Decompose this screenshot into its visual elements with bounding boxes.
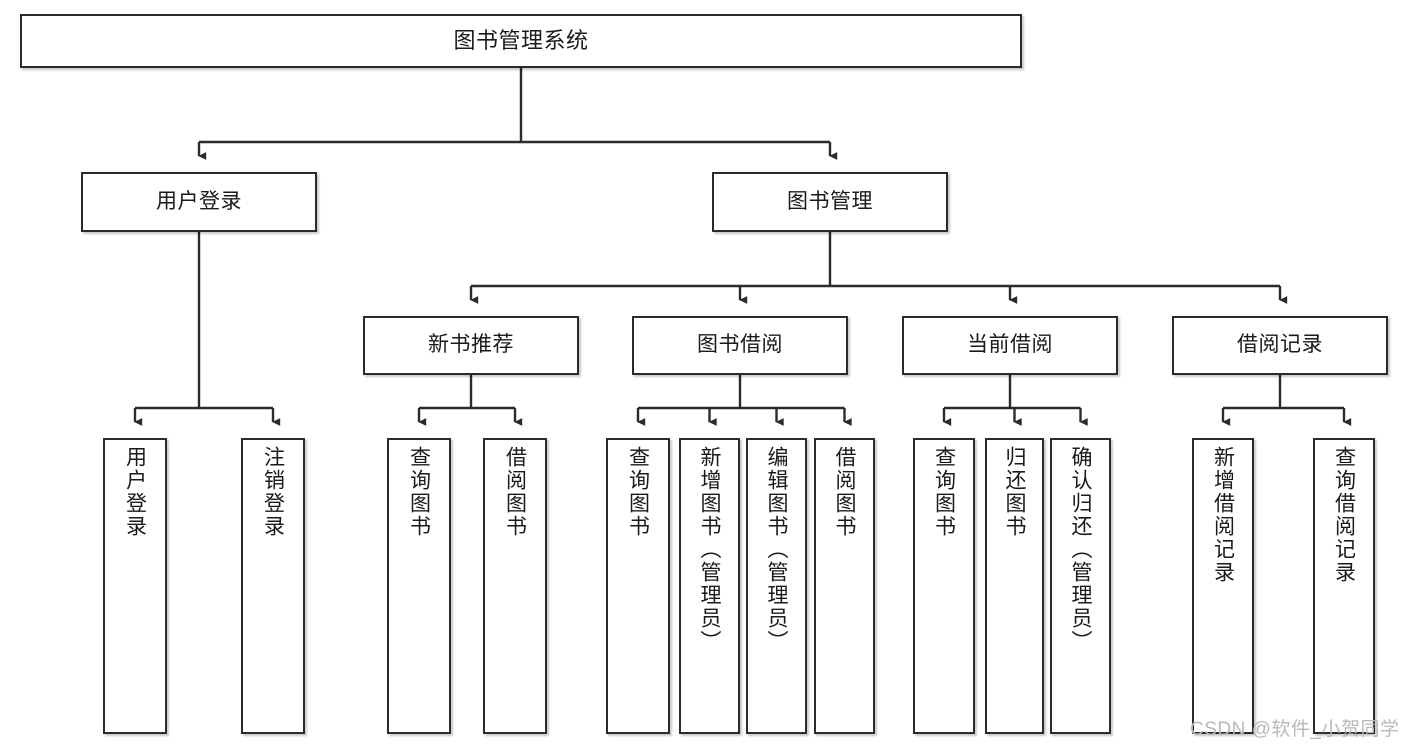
node-label: 当前借阅 [967,333,1053,357]
node-user-login[interactable]: 用户登录 [81,172,317,232]
csdn-watermark: CSDN @软件_小贺同学 [1190,719,1400,740]
node-label: 查询图书 [626,446,650,538]
node-label: 新增借阅记录 [1211,446,1235,584]
node-leaf-query-book-2[interactable]: 查询图书 [606,438,670,734]
node-label: 借阅记录 [1237,333,1323,357]
node-label: 编辑图书（管理员） [765,446,788,653]
node-label: 借阅图书 [833,446,856,538]
node-leaf-borrow-book-1[interactable]: 借阅图书 [483,438,547,734]
node-borrow-record[interactable]: 借阅记录 [1172,316,1388,375]
node-label: 借阅图书 [503,446,527,538]
node-leaf-user-login[interactable]: 用户登录 [103,438,167,734]
node-label: 查询借阅记录 [1332,446,1356,584]
node-leaf-confirm-return-admin[interactable]: 确认归还（管理员） [1050,438,1111,734]
node-label: 新书推荐 [428,333,514,357]
node-label: 归还图书 [1003,446,1026,538]
node-label: 用户登录 [156,189,242,213]
node-label: 图书管理系统 [453,28,589,54]
node-leaf-query-borrow-record[interactable]: 查询借阅记录 [1313,438,1375,734]
node-leaf-query-book-3[interactable]: 查询图书 [913,438,975,734]
node-label: 注销登录 [261,446,285,538]
node-label: 新增图书（管理员） [698,446,721,653]
node-label: 确认归还（管理员） [1069,446,1092,653]
node-label: 查询图书 [932,446,956,538]
node-label: 查询图书 [407,446,431,538]
node-leaf-query-book-1[interactable]: 查询图书 [387,438,451,734]
node-leaf-return-book[interactable]: 归还图书 [985,438,1044,734]
node-book-manage[interactable]: 图书管理 [712,172,948,232]
node-current-borrow[interactable]: 当前借阅 [902,316,1118,375]
node-root[interactable]: 图书管理系统 [20,14,1022,68]
node-label: 图书借阅 [697,333,783,357]
node-label: 图书管理 [787,189,873,213]
node-leaf-borrow-book-2[interactable]: 借阅图书 [814,438,875,734]
node-leaf-edit-book-admin[interactable]: 编辑图书（管理员） [746,438,807,734]
node-label: 用户登录 [123,446,147,538]
node-book-borrow[interactable]: 图书借阅 [632,316,848,375]
node-new-book-recommend[interactable]: 新书推荐 [363,316,579,375]
node-leaf-add-book-admin[interactable]: 新增图书（管理员） [679,438,740,734]
node-leaf-logout-login[interactable]: 注销登录 [241,438,305,734]
node-leaf-add-borrow-record[interactable]: 新增借阅记录 [1192,438,1254,734]
